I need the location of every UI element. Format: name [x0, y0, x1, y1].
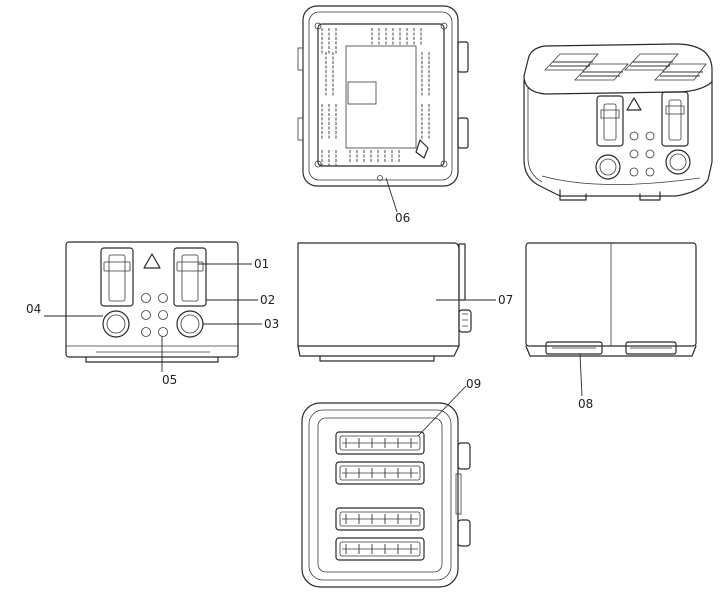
bread-slot: [335, 461, 425, 485]
top-view: [301, 402, 471, 588]
callouts: 01 02 03 04 05 06 07 08 09: [26, 177, 593, 437]
bread-slot: [335, 537, 425, 561]
callout-04: 04: [26, 302, 41, 316]
callout-06: 06: [395, 211, 410, 225]
bread-slot: [335, 507, 425, 531]
back-view: [525, 242, 697, 357]
callout-01: 01: [254, 257, 269, 271]
front-view: [65, 241, 239, 363]
callout-03: 03: [264, 317, 279, 331]
callout-08: 08: [578, 397, 593, 411]
perspective-view: [523, 43, 713, 201]
callout-09: 09: [466, 377, 481, 391]
callout-05: 05: [162, 373, 177, 387]
callout-07: 07: [498, 293, 513, 307]
bottom-view: [297, 5, 469, 187]
side-view: [297, 242, 472, 362]
bread-slot: [335, 431, 425, 455]
callout-02: 02: [260, 293, 275, 307]
